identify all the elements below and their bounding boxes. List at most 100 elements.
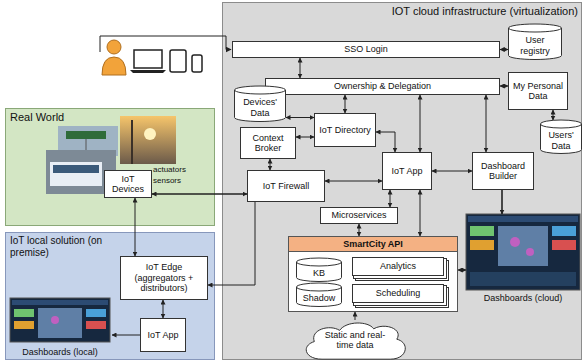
node-label: Analytics: [380, 261, 416, 271]
widget: [14, 321, 34, 329]
sun: [144, 128, 156, 140]
local-region-fill: [6, 233, 215, 360]
cylinder-body: [541, 120, 582, 154]
node-label: IoT App: [148, 330, 179, 340]
node-label: Context Broker: [244, 133, 292, 154]
map: [498, 226, 548, 266]
connector-arrow: [500, 86, 508, 87]
signal-label: sensors: [153, 176, 181, 185]
dashboard-picture: Dashboards (cloud): [466, 214, 580, 304]
map-blob: [51, 316, 59, 324]
widget: [86, 309, 106, 317]
process-box: IoT Devices: [104, 170, 152, 198]
street-sign: [66, 131, 106, 139]
database-cylinder: User registry: [508, 24, 562, 60]
screen: [466, 214, 580, 290]
node-label: Users' Data: [542, 130, 580, 151]
cylinder-rim: [235, 90, 286, 94]
lamp-pole: [131, 120, 133, 164]
node-label: IoT Directory: [319, 125, 370, 135]
node-label: IOT cloud infrastructure (virtualization…: [392, 5, 578, 18]
device-icons: [130, 50, 202, 73]
widget: [470, 240, 494, 250]
node-label: Dashboard Builder: [476, 161, 530, 182]
process-box: IoT App: [140, 318, 186, 352]
signal-label: actuators: [153, 165, 186, 174]
user-head: [107, 40, 121, 54]
node-label: My Personal Data: [512, 81, 564, 102]
node-label: Static and real-time data: [322, 330, 388, 351]
node-label: IoT local solution (on premise): [10, 235, 110, 258]
connector-arrow: [325, 181, 382, 182]
cloud-region: IOT cloud infrastructure (virtualization…: [222, 2, 582, 360]
connector-arrow: [286, 117, 314, 118]
node-label: Real World: [10, 111, 64, 124]
connector-arrow: [355, 312, 356, 320]
connector-arrow: [152, 193, 247, 195]
node-label: Dashboards (local): [22, 347, 98, 357]
cylinder-body: [297, 258, 342, 282]
user-icon: [102, 40, 126, 75]
connector-arrow: [135, 198, 136, 256]
process-box: Dashboard Builder: [472, 152, 534, 190]
stacked-box: Analytics: [352, 257, 444, 276]
map-blob: [526, 248, 534, 256]
dashboard-local-picture: [10, 298, 110, 342]
widget: [470, 226, 494, 236]
api-container: SmartCity APIKBAnalyticsShadowScheduling: [288, 236, 458, 312]
node-label: IoT Devices: [108, 174, 148, 195]
cylinder-rim: [541, 124, 582, 128]
process-box: SSO Login: [232, 41, 500, 58]
map-blob: [510, 237, 520, 247]
process-box: Context Broker: [240, 127, 296, 159]
dashboard-cloud-picture: [466, 214, 580, 290]
connector-arrow: [420, 190, 421, 236]
tablet: [170, 50, 186, 72]
process-box: IoT Directory: [314, 113, 376, 147]
connector-arrow: [458, 270, 466, 271]
user-body: [102, 57, 126, 75]
connector-arrow: [270, 159, 271, 170]
connector-arrow: [553, 110, 554, 120]
node-label: IoT Edge: [146, 262, 182, 272]
screen-header: [12, 300, 108, 305]
node-label: SmartCity API: [289, 237, 457, 252]
local-region: IoT local solution (on premise) IoT Edge(…: [5, 232, 215, 360]
database-cylinder: Devices' Data: [234, 86, 286, 122]
connector-arrow: [390, 190, 391, 207]
screen: [10, 298, 110, 342]
connector-arrow: [501, 190, 503, 214]
bus-windows: [53, 165, 99, 173]
cloud-body: [306, 323, 405, 359]
cylinder-rim: [509, 28, 562, 32]
process-box: IoT Edge(aggregators + distributors): [120, 256, 208, 300]
connector-arrow: [300, 58, 301, 78]
node-label: Microservices: [331, 210, 386, 220]
cylinder-body: [297, 283, 342, 307]
laptop-screen: [134, 50, 162, 68]
node-label: (aggregators + distributors): [124, 273, 204, 294]
process-box: IoT Firewall: [247, 170, 325, 202]
laptop-base: [130, 70, 166, 73]
connector-arrow: [432, 171, 472, 172]
node-label: Ownership & Delegation: [334, 81, 431, 91]
widget: [86, 321, 106, 329]
connector-arrow: [296, 137, 314, 138]
node-label: Dashboards (cloud): [484, 293, 563, 303]
connector-arrow: [112, 335, 140, 336]
process-box: IoT App: [382, 152, 432, 190]
connector-arrow: [376, 132, 395, 152]
phone: [192, 55, 202, 72]
widget-bar: [470, 272, 576, 286]
connector-arrow: [420, 95, 421, 152]
connector-arrow: [486, 95, 487, 152]
widget: [552, 240, 576, 250]
connector-arrow: [208, 202, 255, 285]
real-world-fill: [6, 109, 215, 226]
connector-arrow: [345, 95, 346, 113]
photo: [120, 116, 176, 164]
node-label: SSO Login: [344, 44, 388, 54]
process-box: My Personal Data: [508, 72, 568, 110]
node-label: Scheduling: [376, 288, 421, 298]
